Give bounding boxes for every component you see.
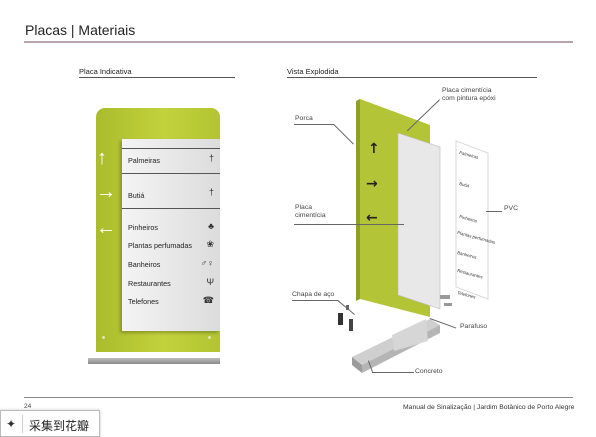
section-label-vista-explodida: Vista Explodida bbox=[287, 67, 339, 76]
callout-leader bbox=[294, 124, 334, 125]
exploded-drawing: ↑ → ← bbox=[338, 99, 489, 373]
restroom-icon: ♂♀ bbox=[200, 258, 215, 268]
callout-leader bbox=[292, 300, 338, 301]
sign-item-label: Restaurantes bbox=[128, 279, 171, 288]
callout-placa-cimenticia: Placa cimentícia bbox=[295, 204, 326, 219]
svg-text:←: ← bbox=[366, 210, 378, 226]
svg-text:↑: ↑ bbox=[368, 141, 380, 157]
title-divider bbox=[24, 41, 573, 43]
callout-leader bbox=[486, 211, 502, 212]
plate-divider bbox=[122, 173, 220, 174]
save-to-huaban-button[interactable]: ✦ 采集到花瓣 bbox=[0, 410, 100, 437]
section-divider bbox=[79, 77, 235, 78]
sign-item-label: Butiá bbox=[128, 191, 145, 200]
screw-icon bbox=[208, 336, 211, 339]
section-divider bbox=[287, 77, 537, 78]
save-to-huaban-label: 采集到花瓣 bbox=[29, 419, 90, 433]
pine-tree-icon: ♣ bbox=[208, 221, 214, 231]
sign-concrete-base bbox=[88, 358, 220, 364]
page-title: Placas | Materiais bbox=[25, 22, 136, 38]
arrow-up-icon: ↑ bbox=[97, 147, 107, 169]
arrow-right-icon: → bbox=[96, 181, 116, 203]
callout-pvc: PVC bbox=[504, 205, 518, 212]
plate-divider bbox=[122, 148, 220, 149]
plate-divider bbox=[122, 208, 220, 209]
screw-icon bbox=[102, 336, 105, 339]
sign-item-label: Plantas perfumadas bbox=[128, 241, 192, 250]
callout-placa-cimenticia-pintura: Placa cimentícia com pintura epóxi bbox=[442, 87, 496, 102]
sign-item-label: Telefones bbox=[128, 297, 159, 306]
palm-icon: † bbox=[208, 187, 214, 197]
callout-chapa-de-aco: Chapa de aço bbox=[292, 291, 335, 298]
pin-icon: ✦ bbox=[6, 417, 17, 431]
sign-item-label: Palmeiras bbox=[128, 156, 160, 165]
svg-text:→: → bbox=[366, 176, 378, 192]
arrow-left-icon: ← bbox=[96, 217, 116, 239]
callout-porca: Porca bbox=[295, 115, 313, 122]
callout-leader bbox=[372, 372, 414, 373]
sign-item-label: Pinheiros bbox=[128, 223, 158, 232]
cutlery-icon: Ψ bbox=[206, 277, 214, 287]
footer-divider bbox=[24, 397, 573, 398]
callout-concreto: Concreto bbox=[415, 368, 443, 375]
section-label-placa-indicativa: Placa Indicativa bbox=[79, 67, 132, 76]
callout-parafuso: Parafuso bbox=[460, 323, 488, 330]
telephone-icon: ☎ bbox=[202, 295, 214, 305]
sign-plate: Palmeiras † Butiá † Pinheiros ♣ Plantas … bbox=[122, 139, 220, 331]
overlay-divider bbox=[22, 415, 23, 433]
palm-tree-icon: † bbox=[208, 153, 214, 163]
page-number: 24 bbox=[24, 403, 32, 410]
sign-item-label: Banheiros bbox=[128, 260, 161, 269]
footer-title: Manual de Sinalização | Jardim Botânico … bbox=[403, 404, 575, 411]
flower-icon: ❀ bbox=[206, 239, 214, 249]
callout-leader bbox=[294, 224, 404, 225]
